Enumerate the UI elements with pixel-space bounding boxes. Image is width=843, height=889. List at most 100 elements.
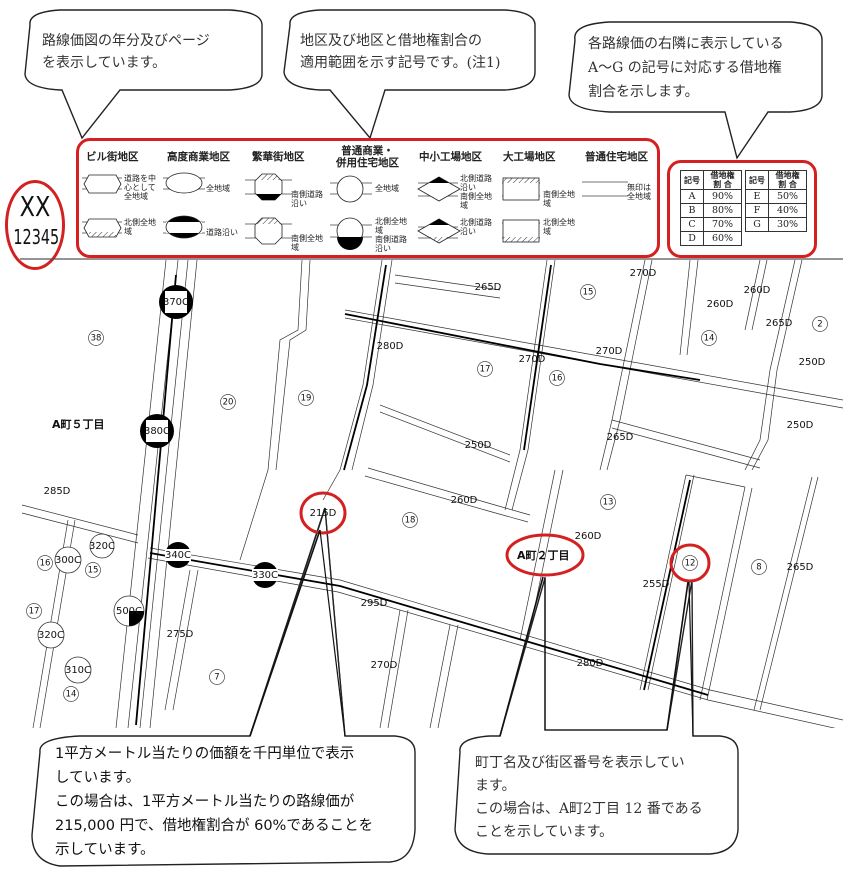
legend-district-residential: 普通住宅地区 (585, 151, 648, 163)
highlight-block-12 (669, 543, 711, 583)
block-number: 15 (583, 288, 594, 298)
legend-district-large-factory: 大工場地区 (503, 151, 556, 163)
route-price-label: 265D (787, 562, 814, 573)
block-number: 8 (756, 563, 761, 573)
legend-name-line: 併用住宅地区 (336, 157, 399, 169)
route-price-label: 340C (165, 550, 191, 561)
callout-line: 地区及び地区と借地権割合の (300, 33, 482, 49)
town-label-highlighted: A町２丁目 (517, 549, 570, 562)
route-price-label: 250D (799, 357, 826, 368)
legend-note: 北側全地域 (543, 218, 575, 236)
route-price-label: 270D (596, 346, 623, 357)
callout-line: 適用範囲を示す記号です。(注1) (300, 55, 501, 71)
route-price-label: 300C (55, 555, 81, 566)
legend-note: 南側全地域 (543, 190, 575, 208)
block-number: 17 (480, 365, 491, 375)
highlight-town-name (505, 533, 585, 577)
route-price-map[interactable]: 370C 380C 340C 330C 300C 320C 500C 320C … (0, 258, 843, 728)
callout-ratio-codes-text: 各路線価の右隣に表示している A～G の記号に対応する借地権 割合を示します。 (588, 32, 784, 104)
callout-line: 路線価図の年分及びページ (42, 33, 210, 49)
route-price-label: 265D (607, 432, 634, 443)
callout-line: この場合は、1平方メートル当たりの路線価が (55, 794, 355, 810)
block-number-labels: 38 20 19 17 16 15 14 13 18 12 8 16 15 17… (29, 288, 823, 700)
block-number: 15 (88, 566, 99, 576)
route-price-label: 320C (38, 630, 64, 641)
page-number: 12345 (13, 225, 60, 249)
route-price-label: 500C (116, 606, 142, 617)
route-price-label: 270D (519, 354, 546, 365)
callout-price-unit-text: 1平方メートル当たりの価額を千円単位で表示 しています。 この場合は、1平方メー… (55, 742, 373, 862)
route-price-label: 310C (65, 665, 91, 676)
district-legend-box (76, 138, 660, 258)
route-price-label: 265D (475, 282, 502, 293)
callout-line: 示しています。 (55, 842, 155, 858)
block-number: 16 (40, 559, 51, 569)
route-price-label: 250D (787, 420, 814, 431)
symbol-building-all (83, 174, 122, 194)
callout-district-symbols-text: 地区及び地区と借地権割合の 適用範囲を示す記号です。(注1) (300, 30, 500, 74)
legend-note: 全地域 (206, 184, 230, 193)
route-price-label: 285D (44, 486, 71, 497)
legend-note: 道路を中心として全地域 (124, 174, 156, 201)
route-price-label: 280D (377, 341, 404, 352)
route-price-label: 380C (144, 426, 170, 437)
callout-line: を表示しています。 (42, 55, 167, 71)
legend-district-building: ビル街地区 (86, 151, 139, 163)
route-price-labels: 370C 380C 340C 330C 300C 320C 500C 320C … (38, 268, 826, 676)
legend-note: 道路沿い (206, 228, 238, 237)
callout-line: 割合を示します。 (588, 84, 699, 100)
block-number: 17 (29, 607, 40, 617)
legend-note: 北側全地域南側道路沿い (375, 217, 407, 253)
route-price-label: 260D (707, 299, 734, 310)
callout-line: この場合は、A町2丁目 12 番である (475, 801, 703, 817)
block-number: 13 (603, 498, 614, 508)
route-price-label: 255D (643, 579, 670, 590)
route-price-label: 320C (89, 541, 115, 552)
header-ratio: 借地権割 合 (768, 170, 807, 190)
callout-page-year-shape (24, 9, 263, 140)
block-number: 20 (223, 398, 234, 408)
block-number-highlighted: 12 (685, 559, 696, 569)
legend-note: 南側全地域 (291, 234, 323, 252)
block-number: 16 (552, 374, 563, 384)
block-number: 14 (704, 334, 715, 344)
route-price-label: 260D (744, 285, 771, 296)
legend-note: 南側道路沿い (291, 190, 323, 208)
legend-district-general-commercial: 普通商業・ 併用住宅地区 (336, 145, 399, 169)
route-price-label: 275D (167, 629, 194, 640)
callout-page-year-text: 路線価図の年分及びページ を表示しています。 (42, 30, 210, 74)
route-price-label: 370C (163, 297, 189, 308)
legend-district-high-commercial: 高度商業地区 (167, 151, 230, 163)
route-price-label: 260D (451, 495, 478, 506)
route-price-label: 265D (766, 318, 793, 329)
callout-line: A～G の記号に対応する借地権 (588, 60, 782, 76)
year-code: XX (19, 190, 51, 223)
legend-name-line: 普通商業・ (341, 145, 394, 157)
legend-note: 全地域 (375, 184, 399, 193)
block-number: 38 (91, 334, 102, 344)
block-number: 7 (214, 673, 219, 683)
callout-line: 215,000 円で、借地権割合が 60%であることを (55, 818, 374, 834)
callout-line: 各路線価の右隣に表示している (588, 36, 784, 52)
town-label: A町５丁目 (52, 418, 105, 431)
route-price-label: 295D (361, 598, 388, 609)
block-number: 2 (817, 320, 822, 330)
block-numbers (26, 284, 828, 702)
callout-line: 町丁名及び街区番号を表示してい (475, 755, 685, 771)
block-number: 14 (66, 690, 77, 700)
route-price-label-215D: 215D (310, 508, 337, 519)
block-number: 19 (301, 394, 312, 404)
route-price-label: 330C (252, 570, 278, 581)
callout-line: ます。 (475, 778, 516, 794)
legend-note: 北側道路沿い南側全地域 (460, 174, 492, 210)
callout-district-symbols-shape (283, 9, 536, 140)
route-price-label: 270D (630, 268, 657, 279)
